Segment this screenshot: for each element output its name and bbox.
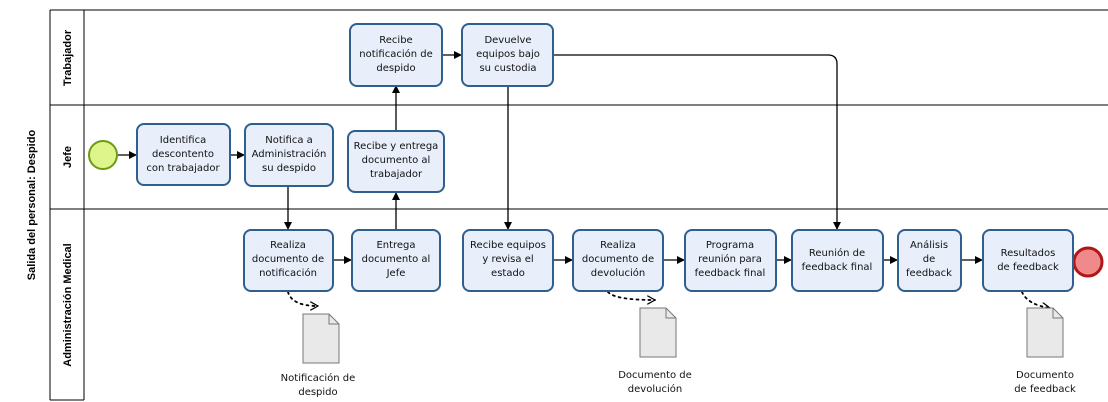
- data-object-notificacion[interactable]: Notificación de despido: [281, 313, 356, 398]
- task-line: Recibe equipos: [470, 240, 546, 251]
- task-devuelve-equipos[interactable]: Devuelve equipos bajo su custodia: [461, 23, 554, 87]
- task-line: Recibe y entrega: [354, 141, 439, 152]
- association-feedback: [1021, 291, 1050, 308]
- task-line: notificación de: [359, 48, 433, 60]
- document-icon: [302, 313, 340, 364]
- document-fold: [328, 314, 339, 325]
- task-notifica[interactable]: Notifica a Administración su despido: [244, 123, 334, 187]
- task-line: su despido: [262, 163, 316, 174]
- task-line: Entrega: [376, 240, 415, 251]
- document-fold: [1052, 308, 1063, 319]
- task-identifica[interactable]: Identifica descontento con trabajador: [136, 123, 231, 186]
- task-line: su custodia: [479, 63, 536, 74]
- task-line: notificación: [259, 267, 317, 279]
- task-line: despido: [376, 63, 415, 74]
- task-line: Realiza: [600, 240, 636, 251]
- task-line: Devuelve: [484, 35, 531, 46]
- association-devolucion: [607, 291, 655, 300]
- task-line: y revisa el: [482, 254, 533, 265]
- document-icon: [1026, 307, 1064, 358]
- task-line: trabajador: [370, 169, 423, 180]
- task-analisis[interactable]: Análisis de feedback: [897, 229, 962, 292]
- task-line: Administración: [252, 148, 327, 160]
- lane-label-jefe: Jefe: [62, 146, 74, 168]
- task-line: Programa: [706, 240, 754, 251]
- task-resultados[interactable]: Resultados de feedback: [982, 229, 1074, 292]
- task-line: documento al: [362, 254, 431, 265]
- document-label: Documento de: [618, 370, 692, 381]
- document-fold: [665, 308, 676, 319]
- task-line: Resultados: [1001, 248, 1056, 259]
- document-label: Notificación de: [281, 372, 356, 384]
- task-line: reunión para: [698, 253, 762, 265]
- data-object-devolucion[interactable]: Documento de devolución: [618, 307, 692, 395]
- task-line: Recibe: [379, 35, 412, 46]
- task-line: Reunión de: [809, 247, 865, 259]
- task-line: feedback final: [802, 262, 873, 273]
- task-line: de feedback: [997, 262, 1059, 273]
- task-line: de: [923, 254, 936, 265]
- flow-devuelve-to-reunion: [553, 54, 841, 230]
- task-line: Jefe: [386, 268, 406, 279]
- document-icon: [639, 307, 677, 358]
- document-label: Documento: [1016, 370, 1074, 381]
- document-label: despido: [298, 387, 337, 398]
- task-recibe-equipos[interactable]: Recibe equipos y revisa el estado: [462, 229, 554, 292]
- start-event[interactable]: [88, 140, 118, 170]
- task-realiza-notificacion[interactable]: Realiza documento de notificación: [243, 229, 334, 292]
- task-line: Análisis: [910, 239, 948, 251]
- task-line: con trabajador: [146, 163, 220, 174]
- sequence-flows: [118, 51, 1086, 264]
- task-line: Notifica a: [265, 135, 313, 146]
- document-label: de feedback: [1014, 384, 1076, 395]
- lane-label-administracion: Administración Medical: [62, 243, 74, 366]
- task-line: feedback: [906, 268, 952, 279]
- data-object-feedback[interactable]: Documento de feedback: [1014, 307, 1076, 395]
- task-line: estado: [491, 268, 525, 279]
- task-line: equipos bajo: [476, 49, 540, 60]
- pool: Salida del personal: Despido Trabajador …: [26, 9, 1108, 401]
- task-entrega-jefe[interactable]: Entrega documento al Jefe: [351, 229, 441, 292]
- data-associations: [287, 291, 1050, 308]
- task-line: documento al: [362, 155, 431, 166]
- end-event[interactable]: [1072, 246, 1104, 278]
- task-line: documento de: [252, 254, 324, 265]
- task-line: Identifica: [160, 135, 206, 146]
- task-line: Realiza: [270, 240, 306, 251]
- task-programa[interactable]: Programa reunión para feedback final: [684, 229, 777, 292]
- task-line: feedback final: [695, 268, 766, 279]
- lane-label-trabajador: Trabajador: [62, 29, 74, 86]
- task-reunion[interactable]: Reunión de feedback final: [791, 229, 884, 292]
- pool-title: Salida del personal: Despido: [26, 130, 38, 281]
- task-realiza-devolucion[interactable]: Realiza documento de devolución: [572, 229, 664, 292]
- task-line: documento de: [582, 254, 654, 265]
- task-line: devolución: [591, 267, 645, 279]
- task-recibe-notificacion[interactable]: Recibe notificación de despido: [349, 23, 443, 87]
- task-recibe-entrega[interactable]: Recibe y entrega documento al trabajador: [347, 130, 445, 193]
- association-notificacion: [287, 291, 318, 306]
- task-line: descontento: [152, 149, 214, 160]
- document-label: devolución: [628, 383, 682, 395]
